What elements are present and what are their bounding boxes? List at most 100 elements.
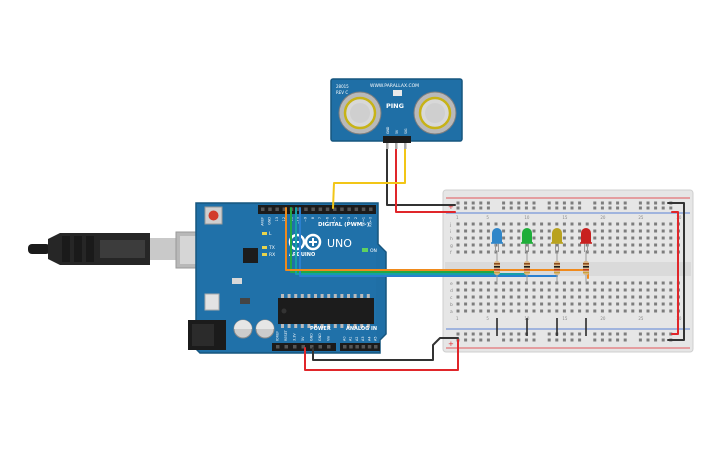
breadboard-hole[interactable] <box>471 206 475 210</box>
breadboard-hole[interactable] <box>502 201 506 205</box>
breadboard-hole[interactable] <box>600 302 604 306</box>
breadboard-hole[interactable] <box>646 338 650 342</box>
breadboard-hole[interactable] <box>638 243 642 247</box>
breadboard-hole[interactable] <box>517 236 521 240</box>
breadboard-hole[interactable] <box>669 229 673 233</box>
breadboard-hole[interactable] <box>570 332 574 336</box>
breadboard-hole[interactable] <box>585 295 589 299</box>
breadboard-hole[interactable] <box>555 206 559 210</box>
breadboard-hole[interactable] <box>646 281 650 285</box>
breadboard-hole[interactable] <box>479 332 483 336</box>
breadboard-hole[interactable] <box>608 338 612 342</box>
breadboard-hole[interactable] <box>464 229 468 233</box>
breadboard-hole[interactable] <box>509 295 513 299</box>
breadboard-hole[interactable] <box>623 332 627 336</box>
breadboard-hole[interactable] <box>593 302 597 306</box>
breadboard-hole[interactable] <box>669 332 673 336</box>
breadboard-hole[interactable] <box>623 288 627 292</box>
breadboard-hole[interactable] <box>638 338 642 342</box>
breadboard-hole[interactable] <box>562 295 566 299</box>
digital-pin[interactable] <box>275 207 279 212</box>
breadboard-hole[interactable] <box>661 295 665 299</box>
breadboard-hole[interactable] <box>479 309 483 313</box>
digital-pin[interactable] <box>347 207 351 212</box>
breadboard-hole[interactable] <box>616 295 620 299</box>
breadboard-hole[interactable] <box>661 222 665 226</box>
breadboard-hole[interactable] <box>464 288 468 292</box>
breadboard-hole[interactable] <box>638 222 642 226</box>
breadboard-hole[interactable] <box>517 229 521 233</box>
breadboard-hole[interactable] <box>608 295 612 299</box>
breadboard-hole[interactable] <box>517 281 521 285</box>
breadboard-hole[interactable] <box>669 295 673 299</box>
breadboard-hole[interactable] <box>669 236 673 240</box>
breadboard-hole[interactable] <box>555 338 559 342</box>
breadboard-hole[interactable] <box>646 250 650 254</box>
breadboard-hole[interactable] <box>578 338 582 342</box>
digital-pin[interactable] <box>261 207 265 212</box>
breadboard-hole[interactable] <box>509 229 513 233</box>
led-yellow[interactable] <box>551 228 563 252</box>
breadboard-hole[interactable] <box>638 201 642 205</box>
breadboard-hole[interactable] <box>532 229 536 233</box>
breadboard-hole[interactable] <box>646 295 650 299</box>
breadboard-hole[interactable] <box>654 243 658 247</box>
breadboard-hole[interactable] <box>517 288 521 292</box>
breadboard-hole[interactable] <box>669 281 673 285</box>
breadboard-hole[interactable] <box>486 281 490 285</box>
breadboard-hole[interactable] <box>532 206 536 210</box>
breadboard-hole[interactable] <box>494 222 498 226</box>
wire-arduino-gnd[interactable] <box>312 337 459 361</box>
breadboard-hole[interactable] <box>502 295 506 299</box>
breadboard-hole[interactable] <box>486 201 490 205</box>
breadboard-hole[interactable] <box>547 222 551 226</box>
breadboard-hole[interactable] <box>486 302 490 306</box>
breadboard-hole[interactable] <box>600 295 604 299</box>
breadboard-hole[interactable] <box>509 281 513 285</box>
breadboard-hole[interactable] <box>646 302 650 306</box>
breadboard-hole[interactable] <box>654 338 658 342</box>
breadboard-hole[interactable] <box>555 288 559 292</box>
breadboard-hole[interactable] <box>646 201 650 205</box>
breadboard-hole[interactable] <box>464 201 468 205</box>
breadboard-hole[interactable] <box>661 206 665 210</box>
breadboard-hole[interactable] <box>638 309 642 313</box>
breadboard-hole[interactable] <box>502 281 506 285</box>
breadboard-hole[interactable] <box>593 288 597 292</box>
breadboard-hole[interactable] <box>464 206 468 210</box>
breadboard-hole[interactable] <box>623 250 627 254</box>
breadboard-hole[interactable] <box>547 338 551 342</box>
analog-pin[interactable] <box>374 345 378 349</box>
breadboard-hole[interactable] <box>547 309 551 313</box>
breadboard-hole[interactable] <box>623 309 627 313</box>
breadboard-hole[interactable] <box>456 250 460 254</box>
breadboard-hole[interactable] <box>547 295 551 299</box>
breadboard-hole[interactable] <box>464 222 468 226</box>
breadboard-hole[interactable] <box>540 288 544 292</box>
breadboard-hole[interactable] <box>661 243 665 247</box>
breadboard-hole[interactable] <box>600 250 604 254</box>
breadboard-hole[interactable] <box>524 338 528 342</box>
breadboard-hole[interactable] <box>456 332 460 336</box>
breadboard-hole[interactable] <box>562 302 566 306</box>
breadboard-hole[interactable] <box>524 243 528 247</box>
breadboard-hole[interactable] <box>623 222 627 226</box>
digital-pin[interactable] <box>297 207 301 212</box>
breadboard-hole[interactable] <box>669 309 673 313</box>
breadboard-hole[interactable] <box>600 243 604 247</box>
breadboard-hole[interactable] <box>593 309 597 313</box>
breadboard-hole[interactable] <box>502 236 506 240</box>
breadboard-hole[interactable] <box>471 332 475 336</box>
breadboard-hole[interactable] <box>600 338 604 342</box>
breadboard-hole[interactable] <box>509 250 513 254</box>
breadboard-hole[interactable] <box>532 222 536 226</box>
breadboard-hole[interactable] <box>600 236 604 240</box>
breadboard-hole[interactable] <box>486 243 490 247</box>
breadboard-hole[interactable] <box>593 250 597 254</box>
breadboard-hole[interactable] <box>502 222 506 226</box>
breadboard-hole[interactable] <box>654 222 658 226</box>
resistor[interactable] <box>554 252 560 283</box>
breadboard-hole[interactable] <box>471 338 475 342</box>
breadboard-hole[interactable] <box>547 302 551 306</box>
breadboard-hole[interactable] <box>638 250 642 254</box>
